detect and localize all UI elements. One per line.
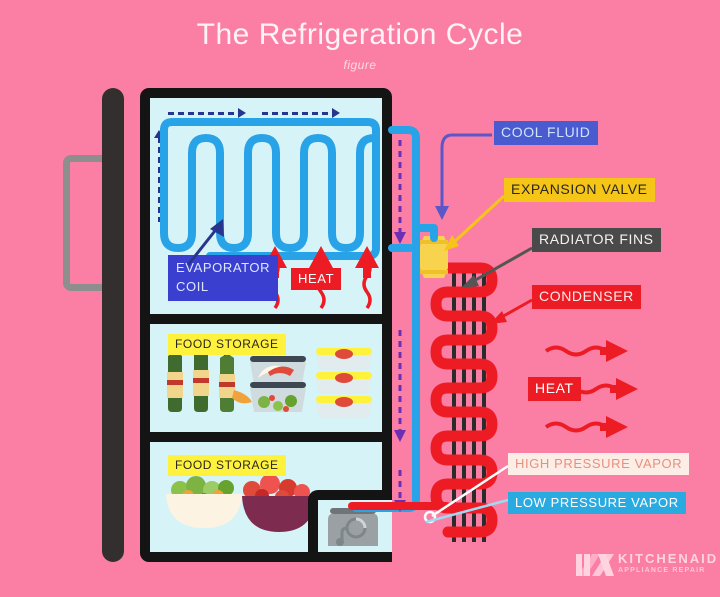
fruit-bowl-icon (242, 474, 316, 532)
evaporator-pointer-icon (186, 219, 224, 266)
logo-tagline: APPLIANCE REPAIR (618, 567, 706, 574)
beverage-bottles-icon (167, 342, 372, 418)
label-high-pressure-vapor: HIGH PRESSURE VAPOR (508, 453, 690, 476)
page-subtitle: figure (343, 58, 377, 72)
refrigerator-body (140, 88, 392, 562)
label-low-pressure-vapor: LOW PRESSURE VAPOR (508, 492, 686, 515)
label-evaporator-coil-line2: COIL (176, 278, 209, 294)
compressor-icon (328, 508, 378, 546)
fridge-door-handle-icon (63, 155, 112, 291)
label-heat-internal: HEAT (291, 268, 342, 291)
label-food-storage-middle: FOOD STORAGE (168, 334, 286, 355)
label-condenser: CONDENSER (532, 285, 641, 309)
fridge-door (102, 88, 124, 562)
page-title: The Refrigeration Cycle (196, 18, 524, 51)
logo-brand-name: KITCHENAID (618, 551, 719, 566)
airflow-dashed-arrow-icon (262, 108, 340, 118)
label-radiator-fins: RADIATOR FINS (532, 228, 661, 252)
label-expansion-valve: EXPANSION VALVE (504, 178, 655, 202)
expansion-valve-icon (420, 236, 448, 278)
food-containers-icon (316, 348, 372, 418)
kitchenaid-k-mark-icon (576, 554, 614, 576)
airflow-dashed-arrow-icon (154, 130, 164, 222)
airflow-dashed-arrow-icon (168, 108, 246, 118)
label-food-storage-bottom: FOOD STORAGE (168, 455, 286, 476)
label-cool-fluid: COOL FLUID (494, 121, 598, 145)
label-evaporator-coil: EVAPORATOR COIL (168, 255, 279, 301)
label-evaporator-coil-line1: EVAPORATOR (176, 260, 271, 275)
food-containers-icon (250, 356, 306, 412)
label-heat-external: HEAT (528, 377, 581, 401)
salad-bowl-icon (166, 474, 316, 532)
kitchenaid-logo[interactable]: KITCHENAID APPLIANCE REPAIR (576, 550, 716, 584)
